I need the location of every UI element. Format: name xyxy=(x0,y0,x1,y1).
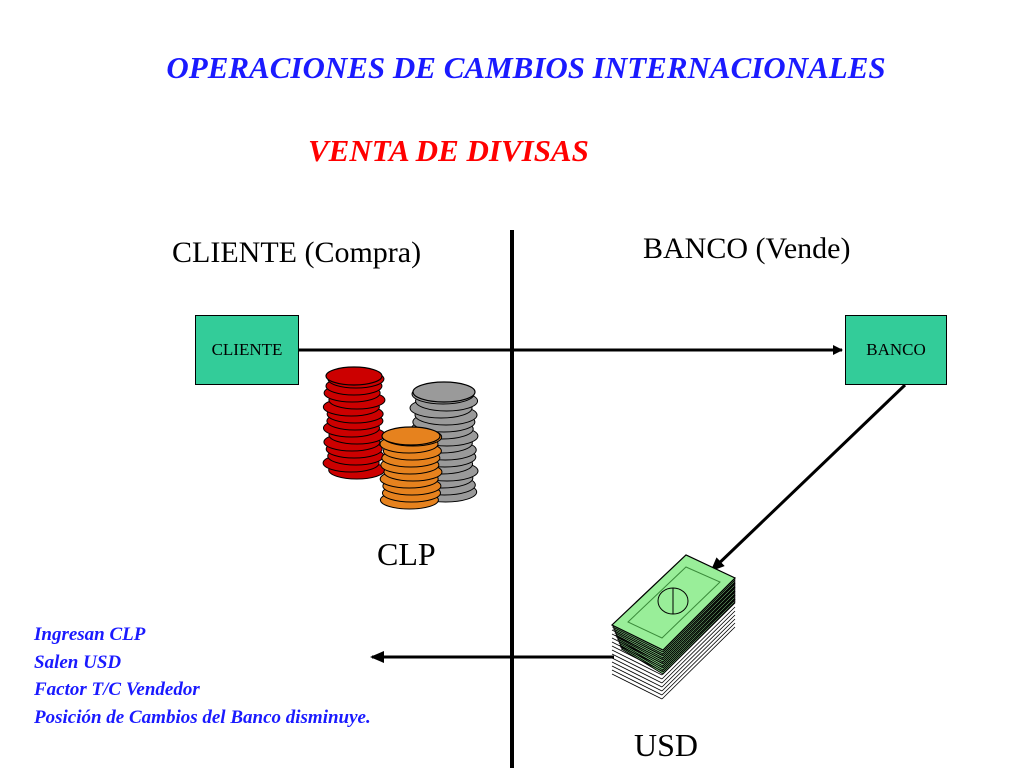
page-subtitle: VENTA DE DIVISAS xyxy=(308,133,589,168)
notes-list: Ingresan CLP Salen USD Factor T/C Vended… xyxy=(34,621,371,731)
arrow-banco-to-usd xyxy=(710,383,907,572)
banknote-stack-icon xyxy=(610,554,737,700)
note-item: Ingresan CLP xyxy=(34,624,146,645)
note-item: Salen USD xyxy=(34,651,122,673)
usd-label: USD xyxy=(634,727,699,763)
cliente-heading: CLIENTE (Compra) xyxy=(172,236,422,269)
page-title: OPERACIONES DE CAMBIOS INTERNACIONALES xyxy=(166,50,886,85)
clp-label: CLP xyxy=(377,536,436,572)
banco-box: BANCO xyxy=(845,315,947,385)
banco-heading: BANCO (Vende) xyxy=(643,232,851,265)
note-item: Factor T/C Vendedor xyxy=(34,679,200,700)
cliente-box: CLIENTE xyxy=(195,315,299,385)
coin-stacks-icon xyxy=(322,366,479,510)
note-item: Posición de Cambios del Banco disminuye. xyxy=(34,706,371,728)
